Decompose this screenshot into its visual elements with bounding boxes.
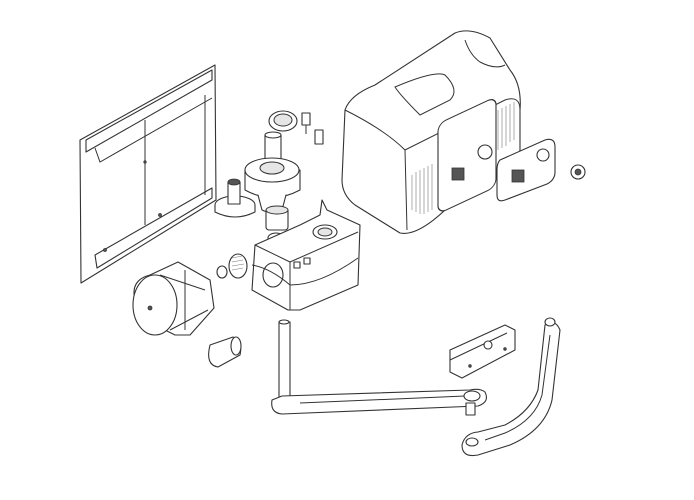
bracket xyxy=(449,324,516,379)
output-gear xyxy=(244,131,301,214)
nut xyxy=(570,164,586,180)
control-panel-plate xyxy=(496,138,556,202)
connector xyxy=(301,112,324,145)
cam-ring xyxy=(268,110,298,132)
curved-arm xyxy=(461,317,561,457)
mounting-plate xyxy=(79,64,217,284)
pulley xyxy=(216,253,248,279)
sleeve xyxy=(208,336,242,368)
electric-motor xyxy=(132,261,215,336)
gearbox xyxy=(251,199,361,311)
motor-cover xyxy=(341,30,521,234)
straight-arm xyxy=(271,319,487,416)
release-knob xyxy=(214,178,256,218)
